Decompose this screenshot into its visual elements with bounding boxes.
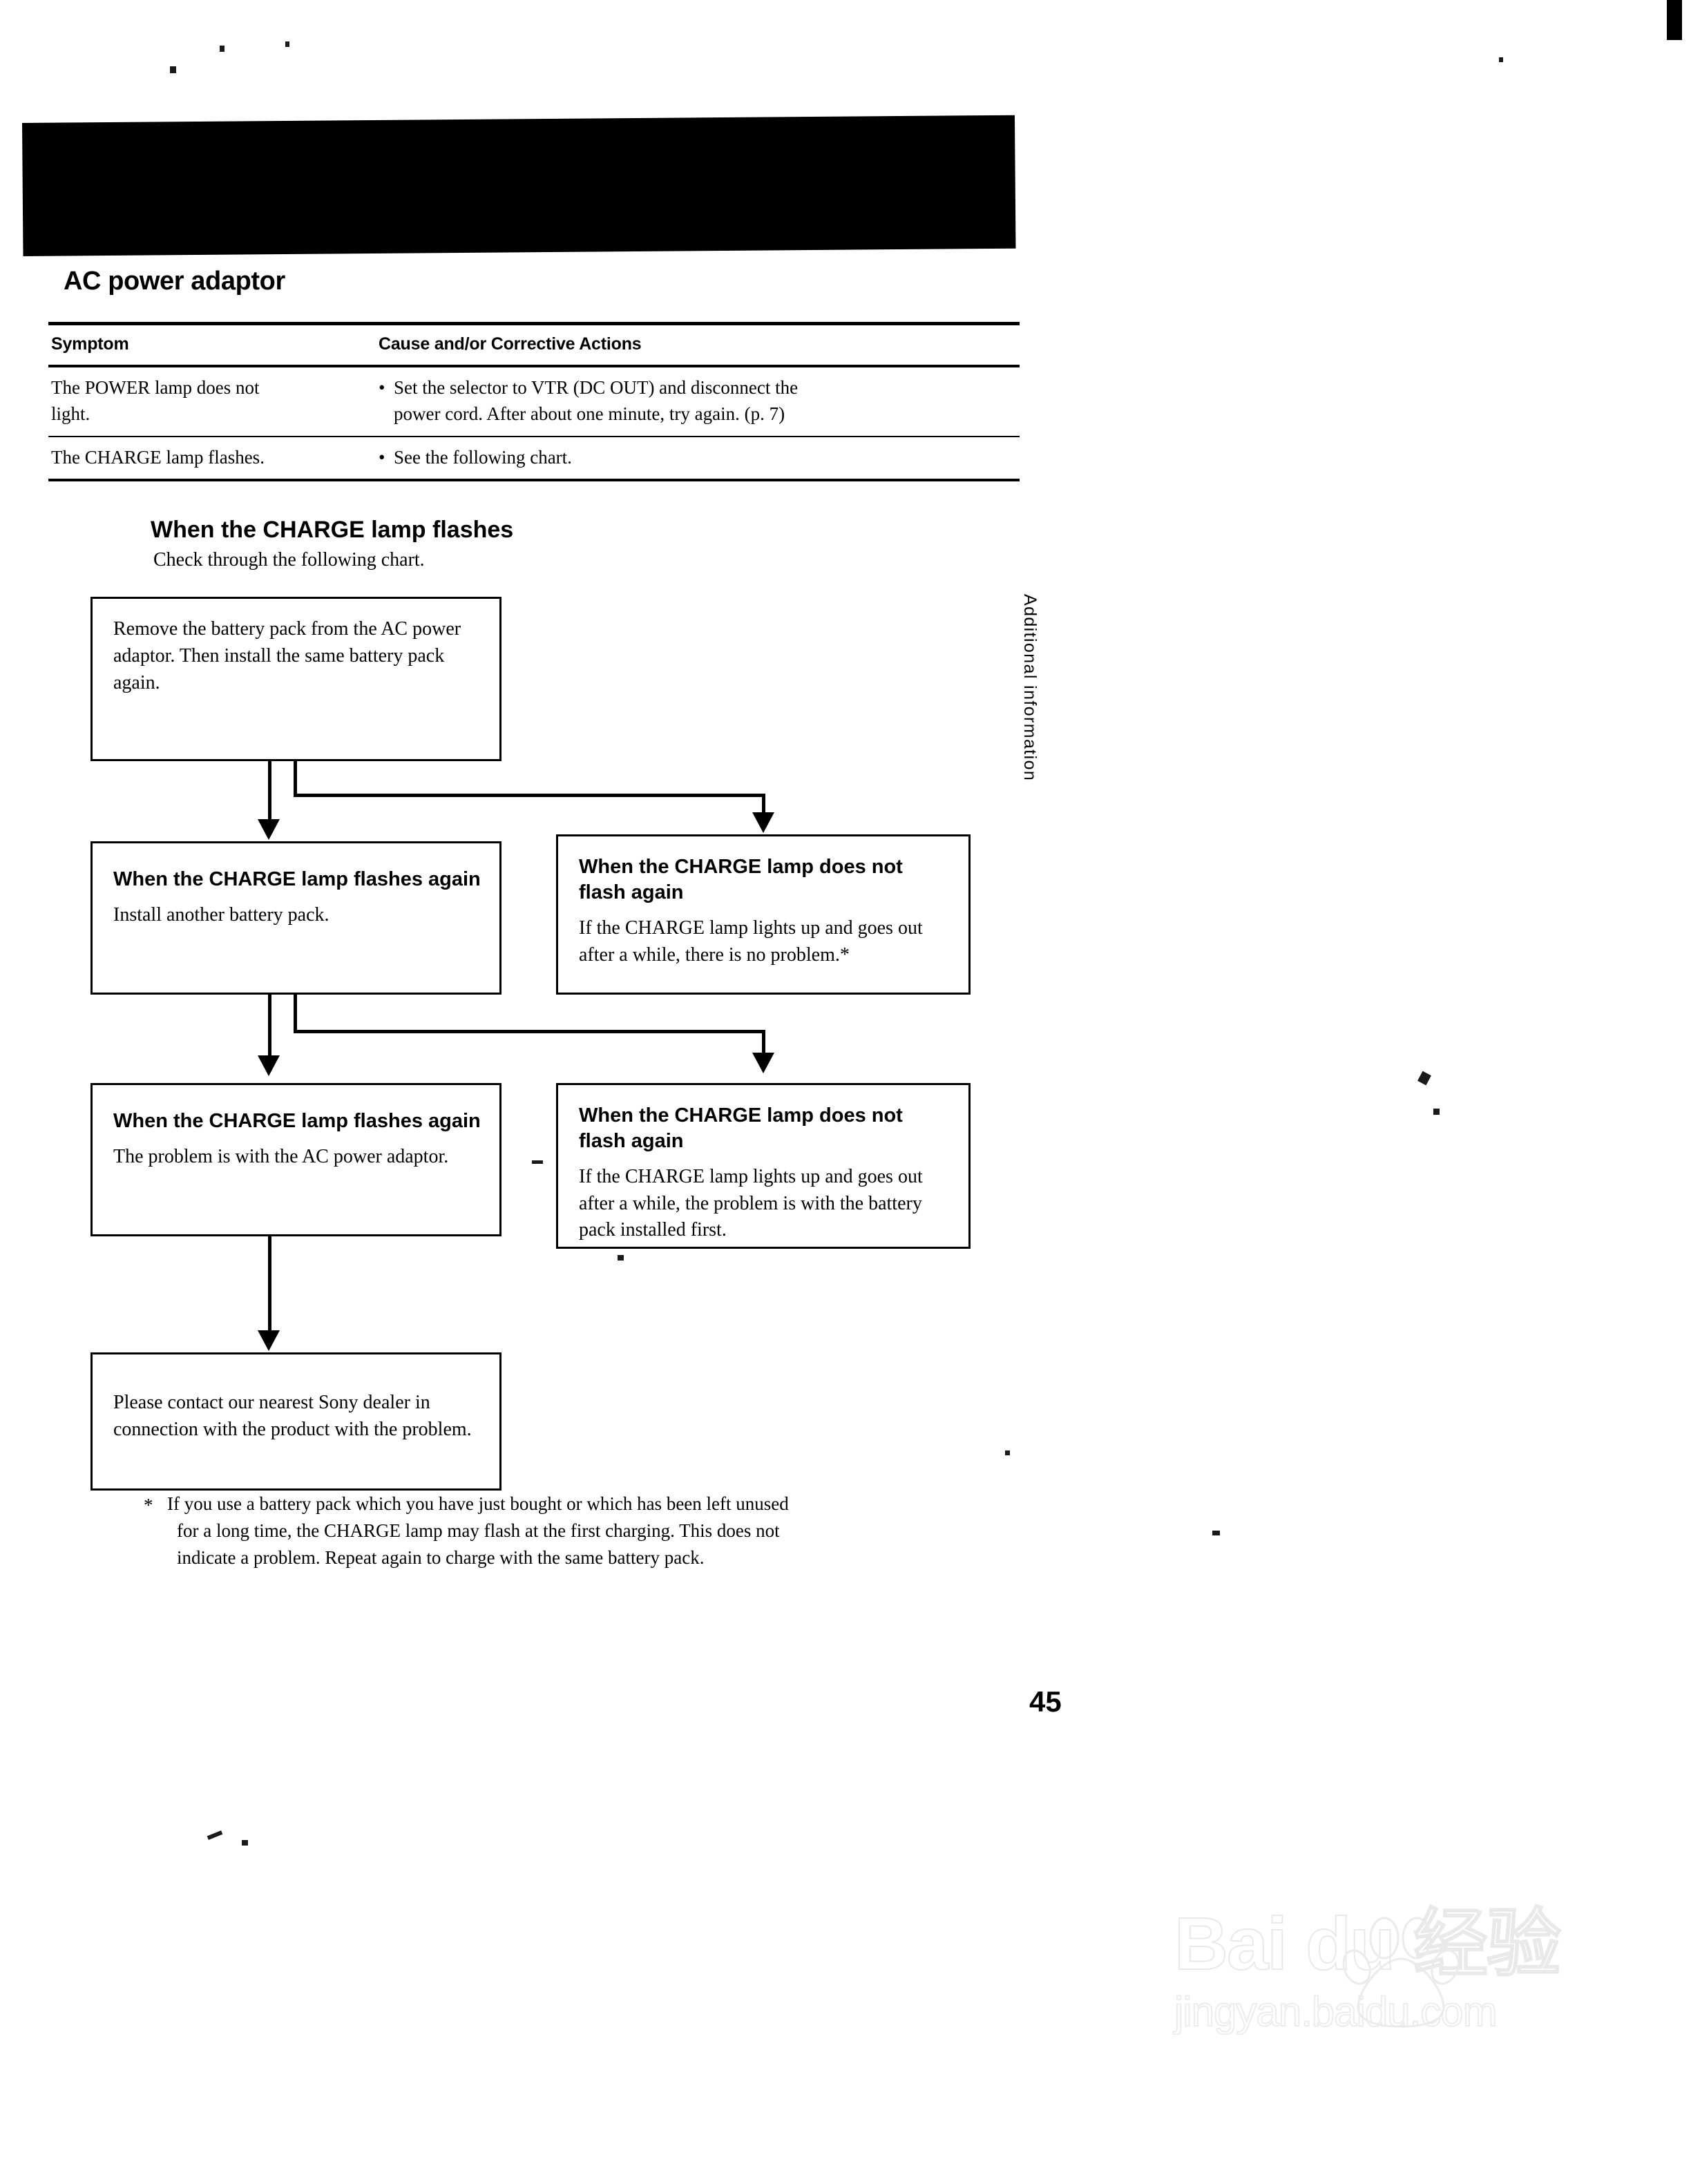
flowchart-box-body: Please contact our nearest Sony dealer i…: [113, 1392, 472, 1441]
redacted-header-banner: [22, 115, 1016, 256]
scan-speck: [1499, 57, 1503, 62]
symptom-line: light.: [51, 403, 90, 425]
connector-arrowhead: [752, 1053, 774, 1073]
scan-speck: [1417, 1071, 1431, 1086]
footnote-line: for a long time, the CHARGE lamp may fla…: [177, 1520, 780, 1542]
flowchart-box-title: When the CHARGE lamp does not flash agai…: [579, 1104, 903, 1153]
flowchart-box-body: The problem is with the AC power adaptor…: [113, 1146, 449, 1168]
footnote-line: indicate a problem. Repeat again to char…: [177, 1547, 705, 1569]
connector-line: [268, 1236, 271, 1332]
scan-speck: [170, 66, 176, 73]
scan-speck: [207, 1830, 223, 1840]
cell-action: • See the following chart.: [376, 437, 1020, 479]
table-row: The CHARGE lamp flashes. • See the follo…: [48, 437, 1020, 479]
footnote: * If you use a battery pack which you ha…: [144, 1491, 1021, 1571]
connector-line: [294, 761, 297, 796]
watermark-brand: Bai du 经验: [1174, 1902, 1562, 1985]
scan-speck: [1433, 1109, 1440, 1115]
action-line: power cord. After about one minute, try …: [394, 403, 785, 425]
symptom-table: Symptom Cause and/or Corrective Actions …: [48, 322, 1020, 481]
bullet-icon: •: [379, 377, 385, 398]
connector-arrowhead: [258, 1055, 280, 1076]
flowchart-subheading: Check through the following chart.: [153, 549, 425, 571]
watermark-url: jingyan.baidu.com: [1174, 1988, 1498, 2035]
column-header-cause: Cause and/or Corrective Actions: [379, 334, 642, 354]
scan-speck: [1212, 1531, 1220, 1535]
symptom-line: The CHARGE lamp flashes.: [51, 446, 265, 468]
table-header-row: Symptom Cause and/or Corrective Actions: [48, 325, 1020, 365]
connector-arrowhead: [258, 819, 280, 840]
column-header-symptom: Symptom: [51, 334, 129, 354]
paw-print-icon: [1342, 1917, 1460, 2028]
footnote-line: If you use a battery pack which you have…: [167, 1493, 789, 1514]
scan-speck: [285, 41, 289, 47]
scan-speck: [242, 1840, 248, 1846]
cell-action: • Set the selector to VTR (DC OUT) and d…: [376, 367, 1020, 436]
scan-corner-mark: [1667, 0, 1682, 40]
flowchart-box-body: If the CHARGE lamp lights up and goes ou…: [579, 1166, 923, 1241]
flowchart-box-does-not-flash-2: When the CHARGE lamp does not flash agai…: [556, 1083, 971, 1249]
table-header: Symptom Cause and/or Corrective Actions: [48, 325, 1020, 365]
footnote-marker: *: [144, 1495, 153, 1515]
connector-line: [762, 1030, 765, 1055]
cell-symptom: The POWER lamp does not light.: [48, 367, 376, 436]
table-header-rule: [48, 365, 1020, 367]
scan-speck: [1005, 1450, 1010, 1455]
connector-line: [294, 995, 297, 1032]
table-row-rule: [48, 435, 1020, 437]
action-line: Set the selector to VTR (DC OUT) and dis…: [394, 377, 799, 398]
flowchart-box-flashes-again-2: When the CHARGE lamp flashes again The p…: [90, 1083, 501, 1236]
scan-speck: [618, 1255, 624, 1261]
scan-speck: [220, 46, 224, 52]
connector-line: [294, 1030, 765, 1033]
connector-arrowhead: [258, 1330, 280, 1351]
side-tab-label: Additional information: [1020, 594, 1040, 782]
flowchart-box-title: When the CHARGE lamp flashes again: [113, 868, 481, 890]
scan-speck: [532, 1160, 543, 1164]
flowchart-box-does-not-flash-1: When the CHARGE lamp does not flash agai…: [556, 834, 971, 995]
symptom-line: The POWER lamp does not: [51, 377, 260, 398]
page-title: AC power adaptor: [64, 267, 285, 296]
connector-line: [268, 761, 271, 821]
connector-arrowhead: [752, 812, 774, 833]
flowchart-box-title: When the CHARGE lamp does not flash agai…: [579, 856, 903, 904]
flowchart-heading: When the CHARGE lamp flashes: [151, 517, 514, 543]
action-line: See the following chart.: [394, 446, 572, 468]
flowchart-box-body: Remove the battery pack from the AC powe…: [113, 618, 461, 694]
connector-line: [762, 794, 765, 814]
flowchart-box-body: If the CHARGE lamp lights up and goes ou…: [579, 917, 923, 966]
table-top-rule: [48, 322, 1020, 325]
page-number: 45: [1029, 1685, 1062, 1718]
baidu-watermark: Bai du 经验 jingyan.baidu.com: [1174, 1906, 1589, 2127]
connector-line: [294, 794, 765, 797]
flowchart-box-body: Install another battery pack.: [113, 904, 329, 926]
connector-line: [268, 995, 271, 1057]
flowchart-box-remove-battery: Remove the battery pack from the AC powe…: [90, 597, 501, 761]
table-bottom-rule: [48, 478, 1020, 481]
table-row: The POWER lamp does not light. • Set the…: [48, 367, 1020, 436]
flowchart-box-contact-dealer: Please contact our nearest Sony dealer i…: [90, 1352, 501, 1491]
cell-symptom: The CHARGE lamp flashes.: [48, 437, 376, 479]
table-body: The POWER lamp does not light. • Set the…: [48, 367, 1020, 479]
flowchart-box-title: When the CHARGE lamp flashes again: [113, 1110, 481, 1132]
bullet-icon: •: [379, 446, 385, 468]
flowchart-box-flashes-again-1: When the CHARGE lamp flashes again Insta…: [90, 841, 501, 995]
